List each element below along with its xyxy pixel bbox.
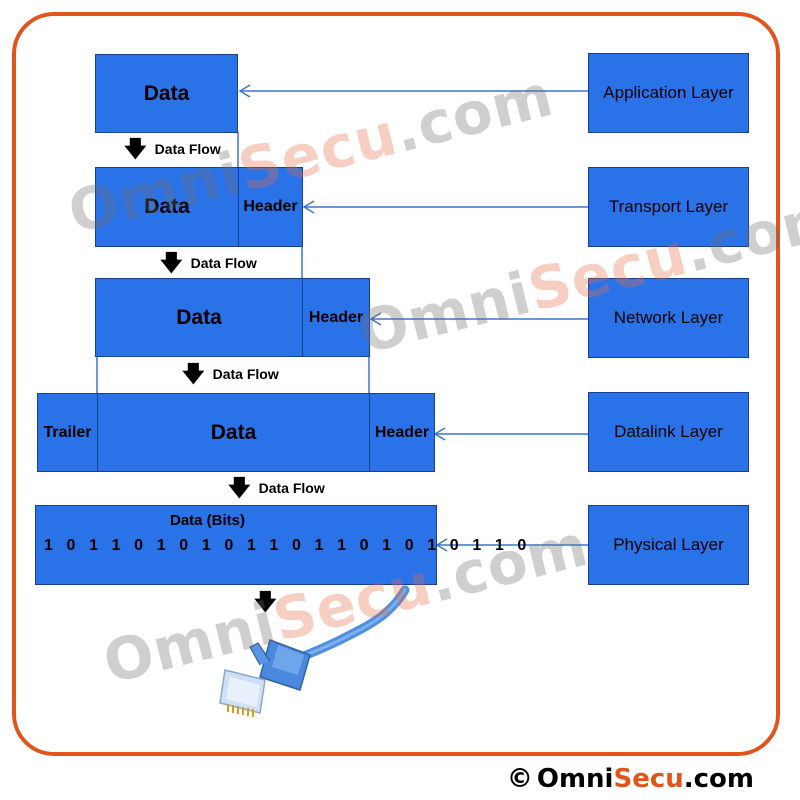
transport-layer-box: Transport Layer: [588, 167, 749, 247]
network-header-block: Header: [302, 278, 370, 357]
network-layer-box: Network Layer: [588, 278, 749, 358]
datalink-header-block: Header: [369, 393, 435, 472]
down-arrow-icon: 🡇: [160, 250, 183, 275]
datalink-trailer-block: Trailer: [37, 393, 98, 472]
down-arrow-icon: 🡇: [182, 361, 205, 386]
data-flow-4: 🡇 Data Flow: [228, 477, 325, 499]
application-layer-box: Application Layer: [588, 53, 749, 133]
down-arrow-icon: 🡇: [124, 136, 147, 161]
physical-bits-value: 1 0 1 1 0 1 0 1 0 1 1 0 1 1 0 1 0 1 0 1 …: [44, 537, 531, 554]
data-flow-3: 🡇 Data Flow: [182, 363, 279, 385]
application-data-block: Data: [95, 54, 238, 133]
data-flow-label: Data Flow: [212, 366, 279, 382]
transport-data-block: Data: [95, 167, 239, 247]
network-data-block: Data: [95, 278, 303, 357]
data-flow-1: 🡇 Data Flow: [124, 138, 221, 160]
down-arrow-icon: 🡇: [228, 475, 251, 500]
physical-bits-title: Data (Bits): [170, 512, 246, 529]
data-flow-label: Data Flow: [154, 141, 221, 157]
diagram-frame: [12, 12, 780, 756]
down-arrow-icon: 🡇: [254, 589, 277, 614]
physical-layer-box: Physical Layer: [588, 505, 749, 585]
data-flow-label: Data Flow: [258, 480, 325, 496]
brand-omni: Omni: [536, 764, 614, 794]
transport-header-block: Header: [238, 167, 303, 247]
copyright-icon: ©: [506, 764, 533, 794]
brand-secu: Secu: [613, 764, 684, 794]
data-flow-2: 🡇 Data Flow: [160, 252, 257, 274]
datalink-data-block: Data: [97, 393, 370, 472]
data-flow-label: Data Flow: [190, 255, 257, 271]
datalink-layer-box: Datalink Layer: [588, 392, 749, 472]
physical-bits-block: [35, 505, 437, 585]
brand-com: .com: [683, 764, 754, 794]
ethernet-cable-icon: [219, 585, 410, 717]
